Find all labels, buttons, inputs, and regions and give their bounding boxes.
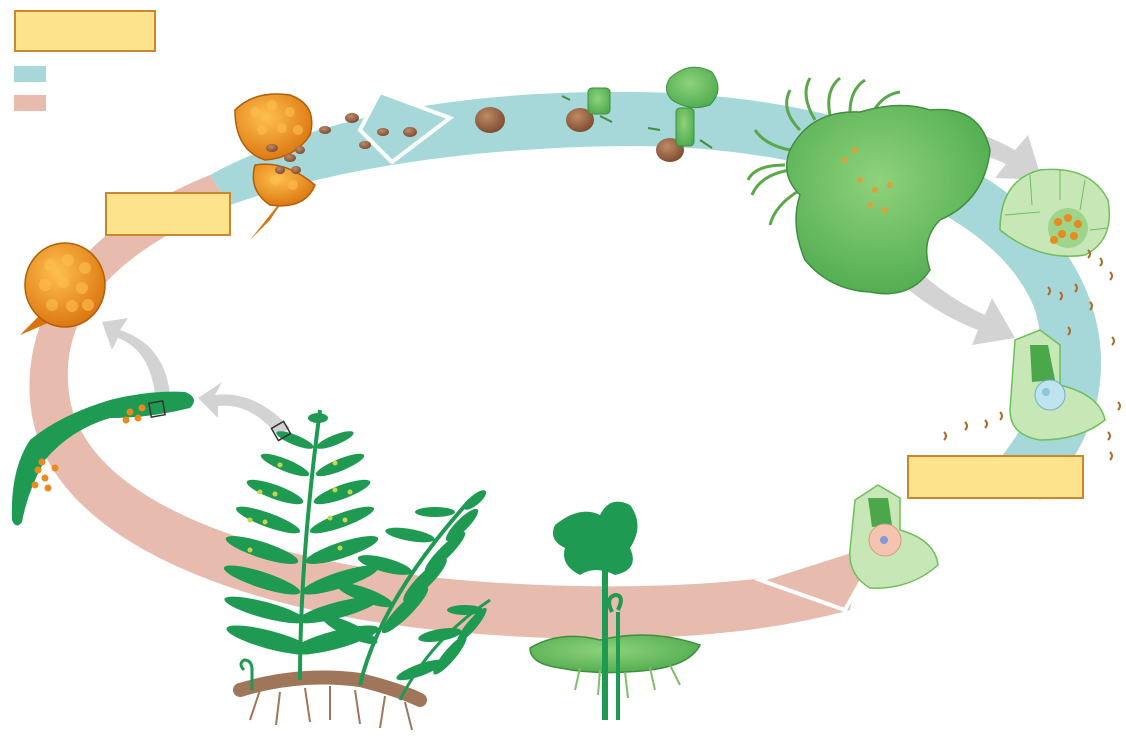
sporangium-label-box [106, 193, 230, 235]
zygote-icon [850, 485, 938, 588]
sporangium-icon [20, 243, 105, 335]
fertilization-label-box [908, 456, 1083, 498]
spore-icon [475, 107, 505, 133]
